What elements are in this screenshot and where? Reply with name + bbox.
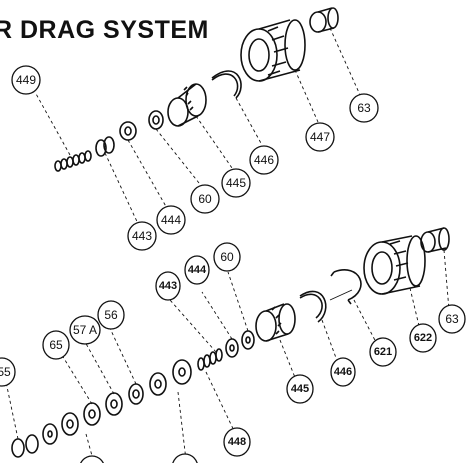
- spring-part-lower: [197, 348, 223, 371]
- callout-56: [97, 300, 125, 330]
- callout-443-bottom: [155, 271, 181, 301]
- callout-60-top: [190, 184, 220, 214]
- label-448: 448: [228, 436, 246, 448]
- diagram-title: R DRAG SYSTEM: [0, 16, 209, 44]
- label-57a: 57 A: [73, 323, 97, 337]
- label-63-top: 63: [357, 101, 371, 115]
- callout-444-top: [156, 205, 186, 235]
- cap-part: [309, 7, 339, 33]
- label-447: 447: [310, 130, 330, 144]
- label-443-top: 443: [132, 229, 152, 243]
- label-445-bottom: 445: [291, 383, 309, 395]
- callout-446-top: [249, 145, 279, 175]
- label-622: 622: [414, 332, 432, 344]
- label-60-bottom: 60: [220, 250, 234, 264]
- label-445-top: 445: [226, 176, 246, 190]
- callout-60-bottom: [213, 242, 241, 272]
- label-56: 56: [104, 308, 118, 322]
- callout-63-bottom: [438, 304, 466, 334]
- callout-621: [369, 337, 397, 367]
- callout-446-bottom: [330, 357, 356, 387]
- label-446-bottom: 446: [334, 366, 352, 378]
- callout-622: [409, 323, 437, 353]
- washer-chain: [11, 359, 192, 458]
- drag-knob-part-lower: [255, 303, 296, 342]
- cap-part-lower: [420, 227, 450, 253]
- callout-443-top: [127, 221, 157, 251]
- callout-444-bottom: [184, 255, 210, 285]
- drum-part-lower: [363, 235, 426, 295]
- callout-448: [223, 427, 251, 457]
- callout-447: [305, 122, 335, 152]
- spring-part: [54, 150, 92, 172]
- callout-445-bottom: [286, 374, 314, 404]
- callout-65: [42, 330, 70, 360]
- drag-knob-part: [167, 83, 207, 127]
- label-65: 65: [49, 338, 63, 352]
- label-449: 449: [16, 73, 36, 87]
- clip-part: [211, 70, 242, 99]
- washer-group: [95, 110, 164, 157]
- callout-449: [11, 65, 41, 95]
- label-444-bottom: 444: [188, 264, 207, 276]
- label-444-top: 444: [161, 213, 181, 227]
- callout-445-top: [221, 168, 251, 198]
- label-63-bottom: 63: [445, 312, 459, 326]
- label-621: 621: [374, 346, 392, 358]
- circlip-part: [330, 269, 362, 305]
- label-446-top: 446: [254, 153, 274, 167]
- label-60-top: 60: [198, 192, 212, 206]
- label-55: 55: [0, 365, 11, 379]
- callout-55: [0, 357, 16, 387]
- callout-63-top: [349, 93, 379, 123]
- clip-part-lower: [299, 290, 327, 323]
- callout-57a: [69, 315, 101, 345]
- label-443-bottom: 443: [159, 280, 177, 292]
